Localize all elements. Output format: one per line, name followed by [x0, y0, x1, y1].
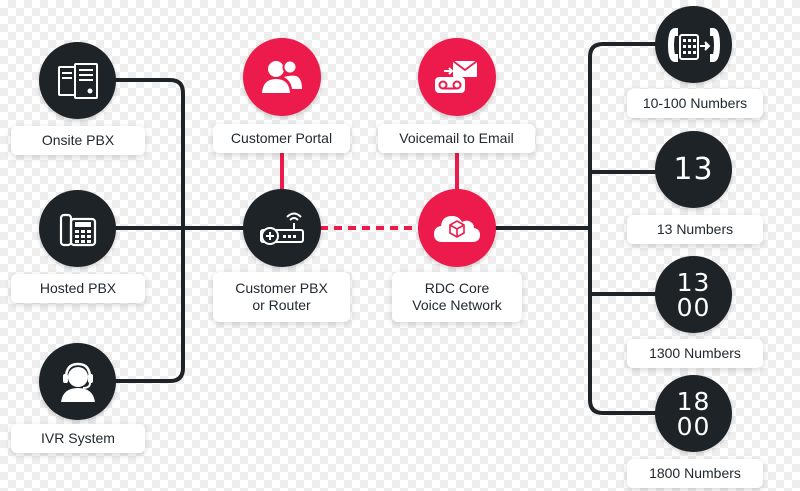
- left-bracket-line: [115, 78, 185, 383]
- onsite-pbx-node: [39, 42, 116, 119]
- number-1300-line2: 00: [676, 292, 711, 322]
- rdc-core-label: RDC Core Voice Network: [392, 272, 522, 322]
- rdc-core-node: [418, 189, 496, 267]
- number-1300-line1: 13: [676, 267, 711, 297]
- core-label-line2: Voice Network: [412, 297, 502, 313]
- right-bracket-line: [588, 42, 657, 415]
- server-icon: [55, 61, 101, 101]
- hosted-pbx-label: Hosted PBX: [11, 274, 145, 303]
- number-1800-line1: 18: [676, 386, 711, 416]
- numbers-10-100-node: [655, 6, 732, 83]
- numbers-1800-label: 1800 Numbers: [627, 459, 763, 488]
- numbers-1800-node: 18 00: [655, 375, 732, 452]
- customer-pbx-router-label: Customer PBX or Router: [213, 272, 350, 322]
- router-icon: [257, 208, 307, 248]
- customer-portal-label: Customer Portal: [213, 124, 350, 153]
- numbers-13-label: 13 Numbers: [627, 215, 763, 244]
- number-13-glyph: 13: [673, 151, 714, 187]
- numbers-13-node: 13: [655, 131, 732, 208]
- number-1800-line2: 00: [676, 411, 711, 441]
- voicemail-email-icon: [432, 57, 482, 97]
- customer-pbx-router-node: [243, 189, 321, 267]
- router-label-line1: Customer PBX: [235, 280, 328, 296]
- numbers-1300-node: 13 00: [655, 256, 732, 333]
- core-label-line1: RDC Core: [424, 280, 490, 296]
- ivr-system-node: [39, 343, 116, 420]
- voicemail-email-label: Voicemail to Email: [378, 124, 535, 153]
- numbers-1300-label: 1300 Numbers: [627, 339, 763, 368]
- desk-phone-icon: [56, 207, 100, 251]
- hosted-pbx-node: [39, 190, 116, 267]
- router-label-line2: or Router: [252, 297, 311, 313]
- users-icon: [260, 57, 304, 97]
- numbers-10-100-label: 10-100 Numbers: [627, 89, 763, 118]
- phone-forward-icon: [667, 25, 721, 65]
- voicemail-email-node: [418, 38, 496, 116]
- ivr-system-label: IVR System: [11, 424, 145, 453]
- number-1300-glyph: 13 00: [677, 270, 711, 320]
- number-1800-glyph: 18 00: [677, 389, 711, 439]
- cloud-network-icon: [432, 210, 482, 246]
- customer-portal-node: [243, 38, 321, 116]
- headset-agent-icon: [55, 360, 101, 404]
- number-13-text: 13: [673, 151, 714, 187]
- onsite-pbx-label: Onsite PBX: [11, 126, 145, 155]
